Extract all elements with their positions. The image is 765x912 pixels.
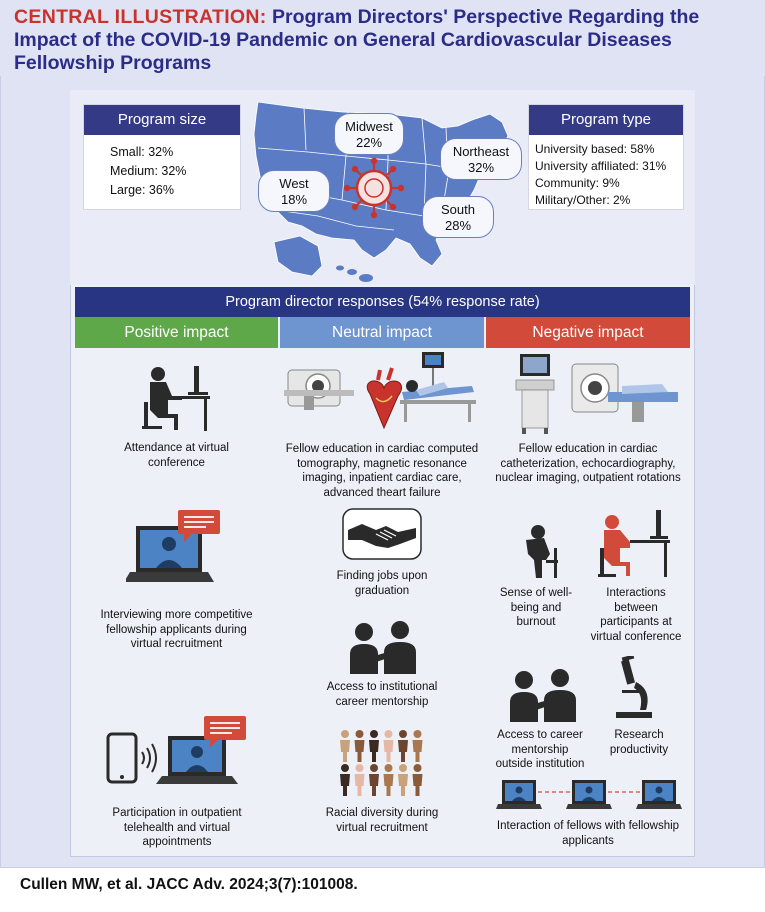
neutral-item-1-caption: Fellow education in cardiac computed tom… [285, 443, 479, 499]
person-figure-icon [354, 730, 365, 762]
person-figure-icon [369, 764, 379, 796]
outside-mentorship-people-icon [510, 669, 576, 722]
region-midwest-value: 22% [355, 135, 383, 150]
negative-item-5-caption: Research productivity [609, 729, 669, 756]
mentorship-two-people-icon [350, 621, 416, 674]
negative-item-6-caption: Interaction of fellows with fellowship a… [496, 820, 680, 847]
title-lead: CENTRAL ILLUSTRATION: [14, 6, 267, 28]
region-west: West 18% [258, 170, 330, 212]
person-figure-icon [340, 730, 350, 762]
region-midwest-name: Midwest [345, 119, 393, 134]
title-text: Program Directors' Perspective Regarding… [14, 6, 700, 74]
region-west-name: West [279, 176, 309, 191]
negative-item-2-caption: Sense of well-being and burnout [499, 587, 573, 628]
program-size-large: Large: 36% [110, 183, 174, 197]
person-figure-icon [398, 764, 408, 796]
region-south-value: 28% [444, 218, 472, 233]
program-type-university-based: University based: 58% [535, 142, 655, 156]
neutral-item-3-caption: Access to institutional career mentorshi… [326, 681, 438, 708]
imaging-heart-bed-icon [284, 352, 476, 430]
positive-item-2-caption: Interviewing more competitive fellowship… [100, 609, 253, 650]
connected-laptops-icon [496, 780, 682, 809]
diverse-people-icon [340, 730, 423, 796]
responses-header: Program director responses (54% response… [75, 287, 690, 317]
neutral-column [280, 348, 484, 852]
region-south: South 28% [422, 196, 494, 238]
positive-item-1-caption: Attendance at virtual conference [124, 442, 229, 469]
telehealth-phone-laptop-icon [106, 716, 246, 784]
negative-item-4-caption: Access to career mentorship outside inst… [495, 729, 585, 770]
program-type-military-other: Military/Other: 2% [535, 193, 631, 207]
person-figure-icon [412, 730, 423, 762]
positive-item-3-caption: Participation in outpatient telehealth a… [112, 807, 242, 848]
handshake-icon [342, 508, 422, 560]
header: CENTRAL ILLUSTRATION: Program Directors'… [0, 0, 765, 76]
neutral-impact-header: Neutral impact [280, 317, 484, 348]
program-type-community: Community: 9% [535, 176, 620, 190]
virus-icon [343, 157, 405, 219]
person-at-computer-icon [142, 366, 210, 431]
burnout-person-icon [526, 525, 558, 578]
program-size-title: Program size [84, 105, 240, 135]
video-interview-laptop-icon [126, 510, 220, 582]
region-south-name: South [441, 202, 475, 217]
person-figure-icon [383, 764, 394, 796]
program-size-small: Small: 32% [110, 145, 174, 159]
region-midwest: Midwest 22% [334, 113, 404, 155]
negative-impact-header: Negative impact [486, 317, 690, 348]
person-figure-icon [340, 764, 350, 796]
program-size-box: Program size Small: 32% Medium: 32% Larg… [83, 104, 241, 210]
person-figure-icon [412, 764, 423, 796]
microscope-icon [616, 656, 652, 718]
virtual-conference-person-icon [598, 510, 670, 577]
person-figure-icon [369, 730, 379, 762]
person-figure-icon [354, 764, 365, 796]
region-northeast: Northeast 32% [440, 138, 522, 180]
region-west-value: 18% [280, 192, 308, 207]
person-figure-icon [398, 730, 408, 762]
negative-column [486, 348, 690, 852]
citation: Cullen MW, et al. JACC Adv. 2024;3(7):10… [20, 876, 358, 893]
figure-title: CENTRAL ILLUSTRATION: Program Directors'… [14, 6, 753, 75]
positive-impact-header: Positive impact [75, 317, 278, 348]
negative-item-3-caption: Interactions between participants at vir… [590, 587, 682, 643]
program-type-university-affiliated: University affiliated: 31% [535, 159, 667, 173]
program-type-title: Program type [529, 105, 683, 135]
negative-item-1-caption: Fellow education in cardiac catheterizat… [495, 443, 681, 484]
person-figure-icon [383, 730, 394, 762]
region-northeast-value: 32% [467, 160, 495, 175]
alaska-shape [273, 235, 323, 277]
neutral-item-2-caption: Finding jobs upon graduation [336, 570, 428, 597]
program-size-medium: Medium: 32% [110, 164, 187, 178]
region-northeast-name: Northeast [452, 144, 510, 159]
neutral-item-4-caption: Racial diversity during virtual recruitm… [325, 807, 439, 834]
echo-machine-scanner-icon [515, 354, 678, 434]
program-type-box: Program type University based: 58% Unive… [528, 104, 684, 210]
